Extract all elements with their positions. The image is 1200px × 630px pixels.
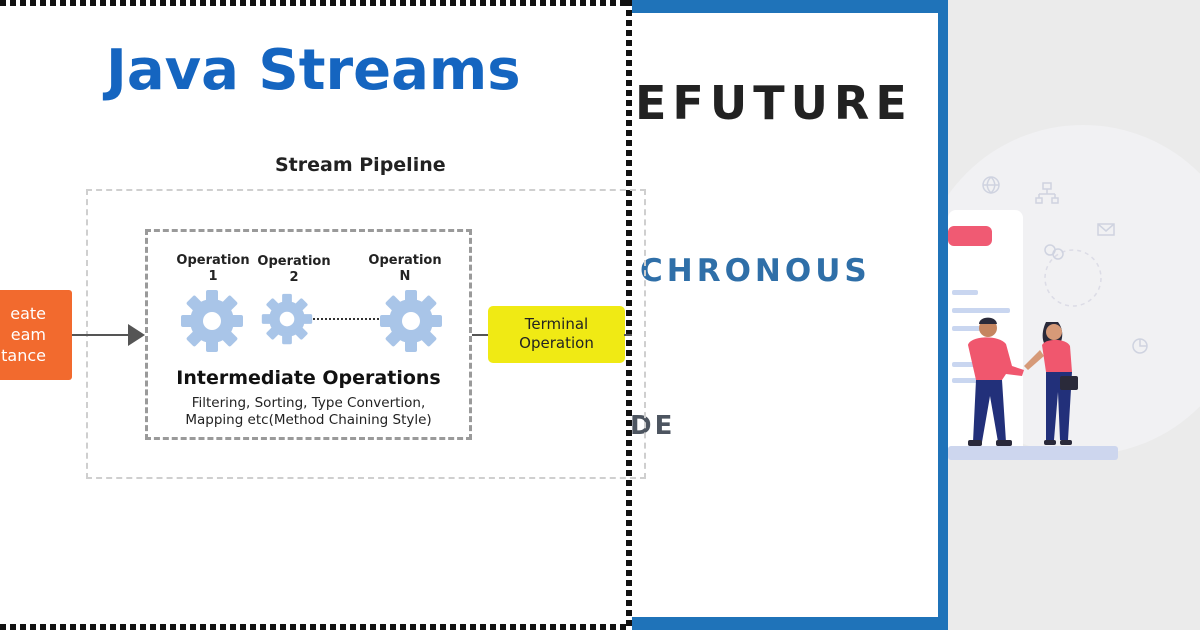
terminal-operation-box: Terminal Operation (488, 306, 625, 363)
diagram-title: Java Streams (106, 38, 521, 103)
intermediate-desc-line-2: Mapping etc(Method Chaining Style) (185, 412, 432, 428)
cube-icon (1044, 244, 1064, 260)
intermediate-desc-line-1: Filtering, Sorting, Type Convertion, (191, 395, 426, 411)
terminal-connector (472, 334, 488, 336)
background-card-body: EFUTURE CHRONOUS DE (630, 13, 938, 617)
background-card-line-3: DE (630, 411, 676, 441)
operation-1-index: 1 (208, 269, 218, 284)
diagram-title-wrap: Java Streams (106, 38, 521, 103)
operation-n-label: Operation N (360, 253, 450, 285)
terminal-line-1: Terminal (524, 315, 589, 333)
intermediate-operations-box (145, 229, 472, 440)
operation-1-name: Operation (176, 253, 250, 268)
operation-2-label: Operation 2 (249, 254, 339, 286)
dashed-frame-top (0, 0, 632, 6)
dashed-frame-right (626, 0, 632, 630)
network-icon (1035, 182, 1059, 204)
terminal-line-2: Operation (519, 334, 594, 352)
mail-icon (1097, 223, 1115, 236)
intermediate-operations-title: Intermediate Operations (176, 367, 441, 389)
create-box-line-3: tance (1, 346, 46, 365)
create-box-line-2: eam (10, 325, 46, 344)
pie-chart-icon (1132, 338, 1148, 354)
create-box-line-1: eate (10, 304, 46, 323)
create-stream-instance-box: eate eam tance (0, 290, 72, 380)
handshake-illustration (948, 0, 1200, 630)
background-blog-card: EFUTURE CHRONOUS DE (630, 0, 948, 630)
operation-n-index: N (399, 269, 411, 284)
java-streams-diagram: Java Streams Stream Pipeline eate eam ta… (0, 0, 646, 630)
operation-2-name: Operation (257, 254, 331, 269)
woman-figure (1024, 322, 1078, 445)
globe-icon (982, 176, 1000, 195)
arrow-head-icon (128, 324, 145, 346)
pipeline-label: Stream Pipeline (275, 154, 446, 176)
gear-icon (261, 293, 313, 345)
background-card-line-2: CHRONOUS (640, 253, 871, 289)
operation-n-name: Operation (368, 253, 442, 268)
dashed-frame-bottom (0, 624, 632, 630)
intermediate-operations-description: Filtering, Sorting, Type Convertion, Map… (145, 395, 472, 429)
gear-dotted-connector (313, 318, 379, 320)
illustration-graphic (948, 125, 1200, 460)
gear-icon (181, 290, 243, 352)
terminal-connector-out (624, 334, 632, 336)
operation-2-index: 2 (289, 270, 299, 285)
background-card-line-1: EFUTURE (635, 76, 913, 130)
arrow-line (72, 334, 132, 336)
man-figure (968, 317, 1024, 446)
gear-icon (380, 290, 442, 352)
operation-1-label: Operation 1 (168, 253, 258, 285)
